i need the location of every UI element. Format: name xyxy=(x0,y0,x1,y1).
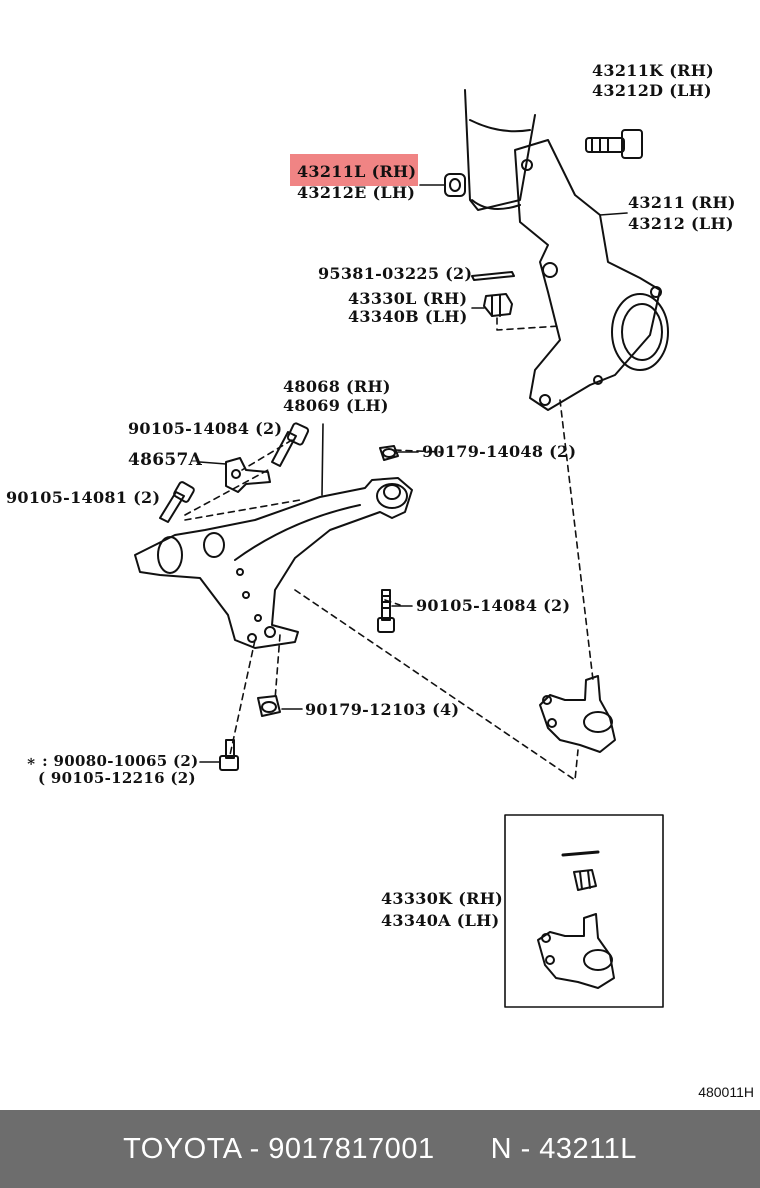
label-nut-top-lh[interactable]: 43212E (LH) xyxy=(297,183,416,202)
label-nut-a[interactable]: 90179-14048 (2) xyxy=(422,442,577,461)
label-cotter-pin[interactable]: 95381-03225 (2) xyxy=(318,264,473,283)
highlight-marker xyxy=(290,154,418,186)
exploded-parts-diagram xyxy=(134,89,669,1008)
guide-lines xyxy=(184,317,594,781)
label-knuckle-rh[interactable]: 43211 (RH) xyxy=(628,193,736,212)
label-bolt-b[interactable]: 90105-14081 (2) xyxy=(6,488,161,507)
diagram-code: 480011H xyxy=(698,1084,754,1100)
upper-nut-icon[interactable] xyxy=(444,173,466,197)
label-bolt-d2[interactable]: ( 90105-12216 (2) xyxy=(38,769,196,787)
label-arm-rh[interactable]: 48068 (RH) xyxy=(283,377,391,396)
label-bracket[interactable]: 48657A xyxy=(128,450,203,470)
castle-nut-icon[interactable] xyxy=(483,293,513,317)
bracket-icon[interactable] xyxy=(225,457,271,493)
label-bolt-top-lh[interactable]: 43212D (LH) xyxy=(592,81,712,100)
footer-brand-part: TOYOTA - 9017817001 xyxy=(123,1132,435,1165)
label-knuckle-lh[interactable]: 43212 (LH) xyxy=(628,214,734,233)
leader-lines xyxy=(199,184,628,763)
label-bolt-top-rh[interactable]: 43211K (RH) xyxy=(592,61,714,80)
label-arm-lh[interactable]: 48069 (LH) xyxy=(283,396,389,415)
label-nut-b[interactable]: 90179-12103 (4) xyxy=(305,700,460,719)
footer-n-part: N - 43211L xyxy=(490,1132,637,1165)
label-ball-joint-lh[interactable]: 43340A (LH) xyxy=(381,911,500,930)
lower-control-arm-icon[interactable] xyxy=(134,477,413,649)
upper-bolt-icon[interactable] xyxy=(585,129,643,159)
label-nut-top-rh[interactable]: 43211L (RH) xyxy=(297,162,417,181)
label-bolt-a[interactable]: 90105-14084 (2) xyxy=(128,419,283,438)
arm-bolt-bottom-icon[interactable] xyxy=(219,739,239,771)
flange-nut-lower-icon[interactable] xyxy=(257,695,281,717)
strut-tube xyxy=(464,89,536,211)
label-castle-nut-lh[interactable]: 43340B (LH) xyxy=(348,307,468,326)
ball-joint-kit-box xyxy=(504,814,664,1008)
label-bolt-d1[interactable]: ∗ : 90080-10065 (2) xyxy=(26,752,199,770)
label-castle-nut-rh[interactable]: 43330L (RH) xyxy=(348,289,468,308)
label-bolt-c[interactable]: 90105-14084 (2) xyxy=(416,596,571,615)
cotter-pin-icon[interactable] xyxy=(471,271,515,281)
flange-nut-upper-icon[interactable] xyxy=(379,445,399,461)
arm-bolt-lower-icon[interactable] xyxy=(377,589,395,633)
footer-bar: TOYOTA - 9017817001 N - 43211L xyxy=(0,1110,760,1188)
ball-joint-lower-icon[interactable] xyxy=(539,675,616,753)
arm-bolt-left-icon[interactable] xyxy=(159,481,195,523)
steering-knuckle-icon[interactable] xyxy=(514,139,669,411)
arm-bolt-upper-icon[interactable] xyxy=(271,422,310,467)
label-ball-joint-rh[interactable]: 43330K (RH) xyxy=(381,889,503,908)
